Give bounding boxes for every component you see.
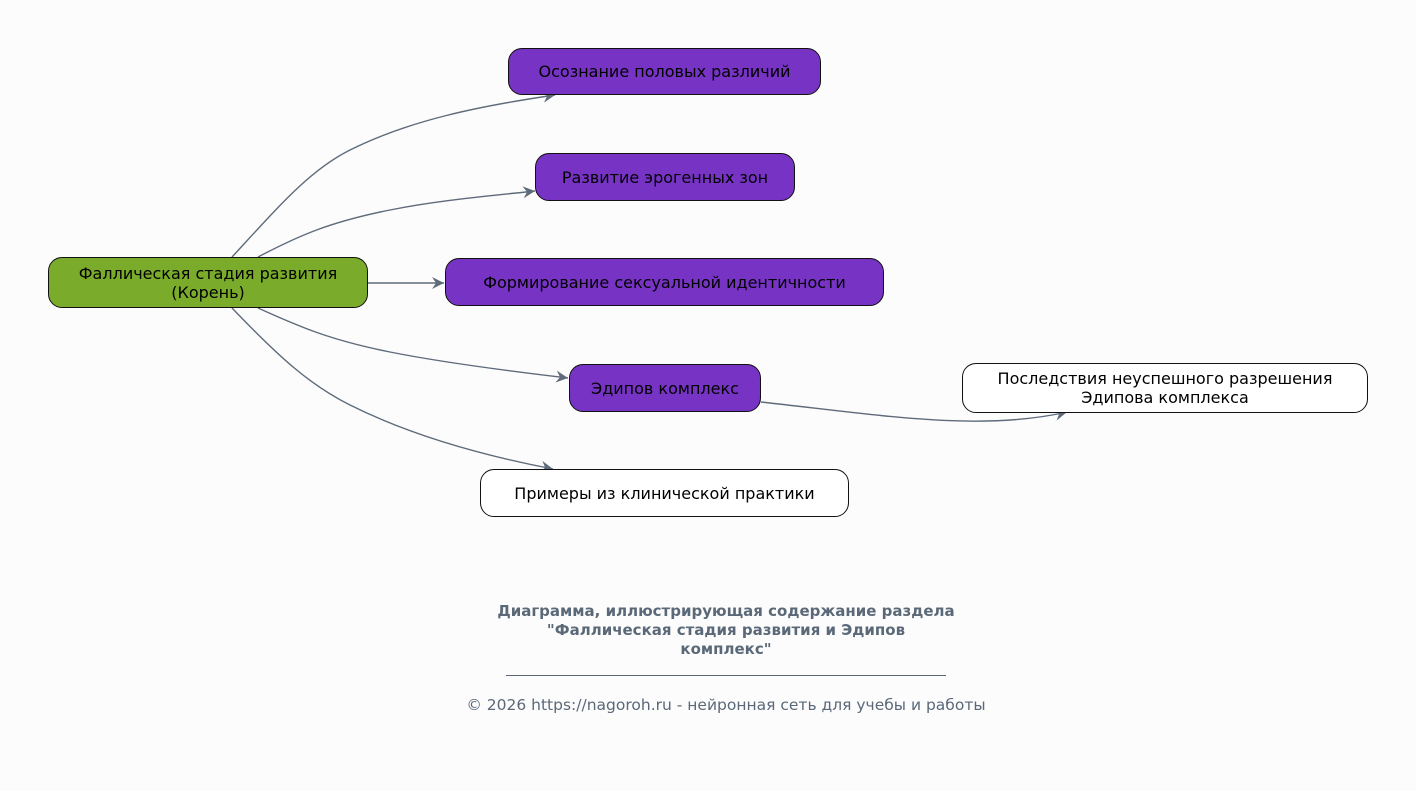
edge-root-to-oedipus	[257, 307, 569, 383]
caption-line3: комплекс"	[680, 640, 772, 658]
node-label: Примеры из клинической практики	[514, 483, 815, 503]
edge-root-to-examples	[231, 307, 554, 473]
node-label: Эдипов комплекс	[591, 378, 739, 398]
caption-line2: "Фаллическая стадия развития и Эдипов	[546, 621, 906, 639]
edge-oedipus-to-consequences	[760, 401, 1068, 422]
edge-root-to-erogenous	[257, 186, 536, 258]
root-label-line2: (Корень)	[171, 282, 245, 302]
node-label: Развитие эрогенных зон	[561, 167, 769, 187]
root-node[interactable]: Фаллическая стадия развития(Корень)	[48, 257, 368, 308]
node-erogenous-zones[interactable]: Развитие эрогенных зон	[535, 153, 795, 201]
edge-root-to-awareness	[231, 90, 556, 258]
diagram-caption: Диаграмма, иллюстрирующая содержание раз…	[440, 602, 1012, 659]
footer-copyright: © 2026 https://nagoroh.ru - нейронная се…	[466, 696, 986, 714]
caption-line1: Диаграмма, иллюстрирующая содержание раз…	[497, 602, 955, 620]
node-sex-differences[interactable]: Осознание половых различий	[508, 48, 821, 95]
node-label: Формирование сексуальной идентичности	[483, 272, 846, 292]
node-label-line2: Эдипова комплекса	[1081, 388, 1249, 407]
root-label-line1: Фаллическая стадия развития	[78, 263, 338, 283]
caption-divider	[506, 675, 946, 676]
node-label: Осознание половых различий	[538, 62, 791, 81]
node-oedipus-complex[interactable]: Эдипов комплекс	[569, 364, 761, 412]
node-clinical-examples[interactable]: Примеры из клинической практики	[480, 469, 849, 517]
node-sexual-identity[interactable]: Формирование сексуальной идентичности	[445, 258, 884, 306]
node-label-line1: Последствия неуспешного разрешения	[997, 369, 1333, 388]
